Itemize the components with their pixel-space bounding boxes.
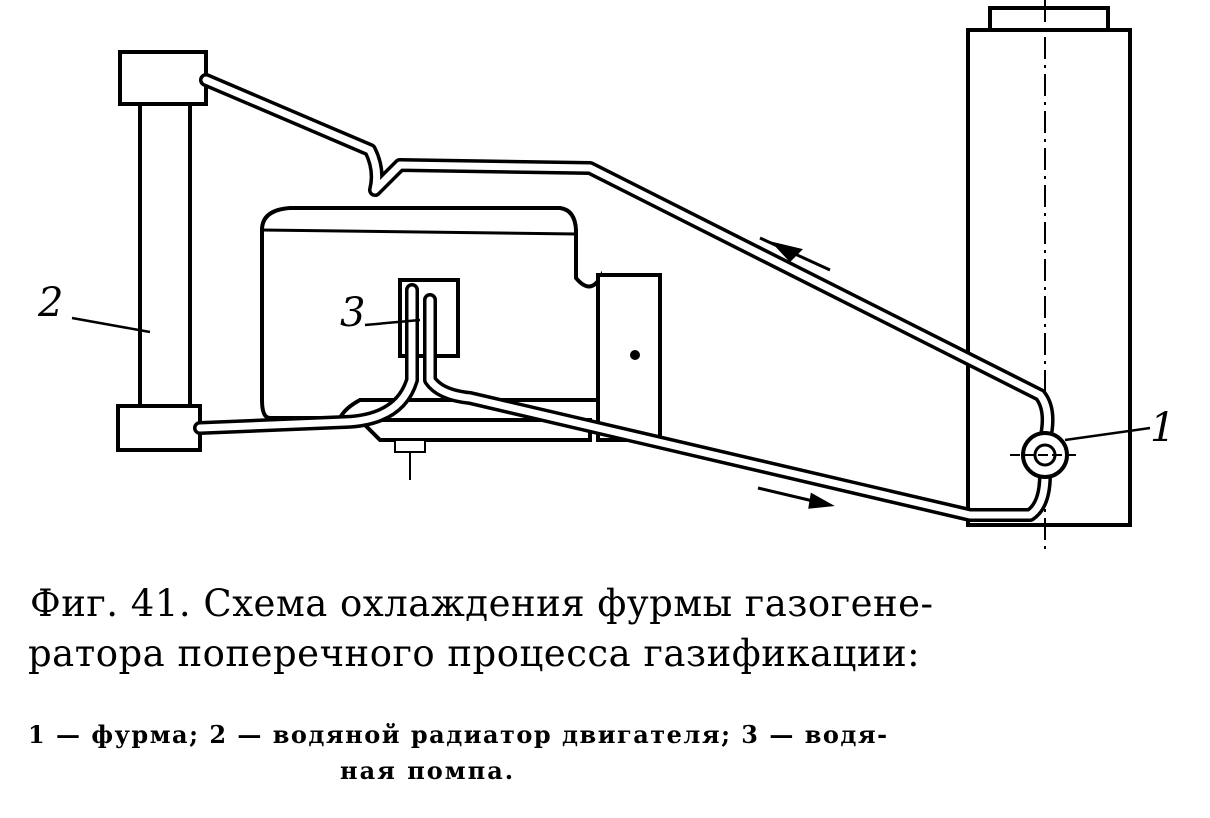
engine-block-top-edge (261, 228, 577, 236)
leader-1 (1064, 426, 1151, 442)
cold-water-pipe-bore (196, 286, 1049, 519)
radiator-bottom-tank (116, 404, 202, 452)
mount-bolt (630, 350, 640, 360)
radiator-core (138, 102, 192, 408)
leader-2 (71, 316, 151, 334)
generator-cap (988, 6, 1110, 32)
flow-arrow-upper-head (770, 241, 803, 263)
flow-arrow-lower-head (808, 492, 835, 509)
leader-3 (364, 318, 421, 327)
label-tuyere: 1 (1150, 405, 1176, 451)
hot-water-pipe-bore (202, 76, 1052, 444)
caption-line-1: Фиг. 41. Схема охлаждения фурмы газогене… (30, 582, 934, 625)
caption-line-2: ратора поперечного процесса газификации: (28, 632, 921, 675)
legend-line-1: 1 — фурма; 2 — водяной радиатор двигател… (28, 720, 889, 749)
engine-sump (355, 418, 592, 442)
radiator-top-tank (118, 50, 208, 106)
mount-plate (596, 273, 662, 442)
legend-line-2: ная помпа. (340, 756, 516, 785)
drain-plug (394, 439, 426, 453)
label-pump: 3 (340, 290, 366, 336)
label-radiator: 2 (38, 280, 64, 326)
